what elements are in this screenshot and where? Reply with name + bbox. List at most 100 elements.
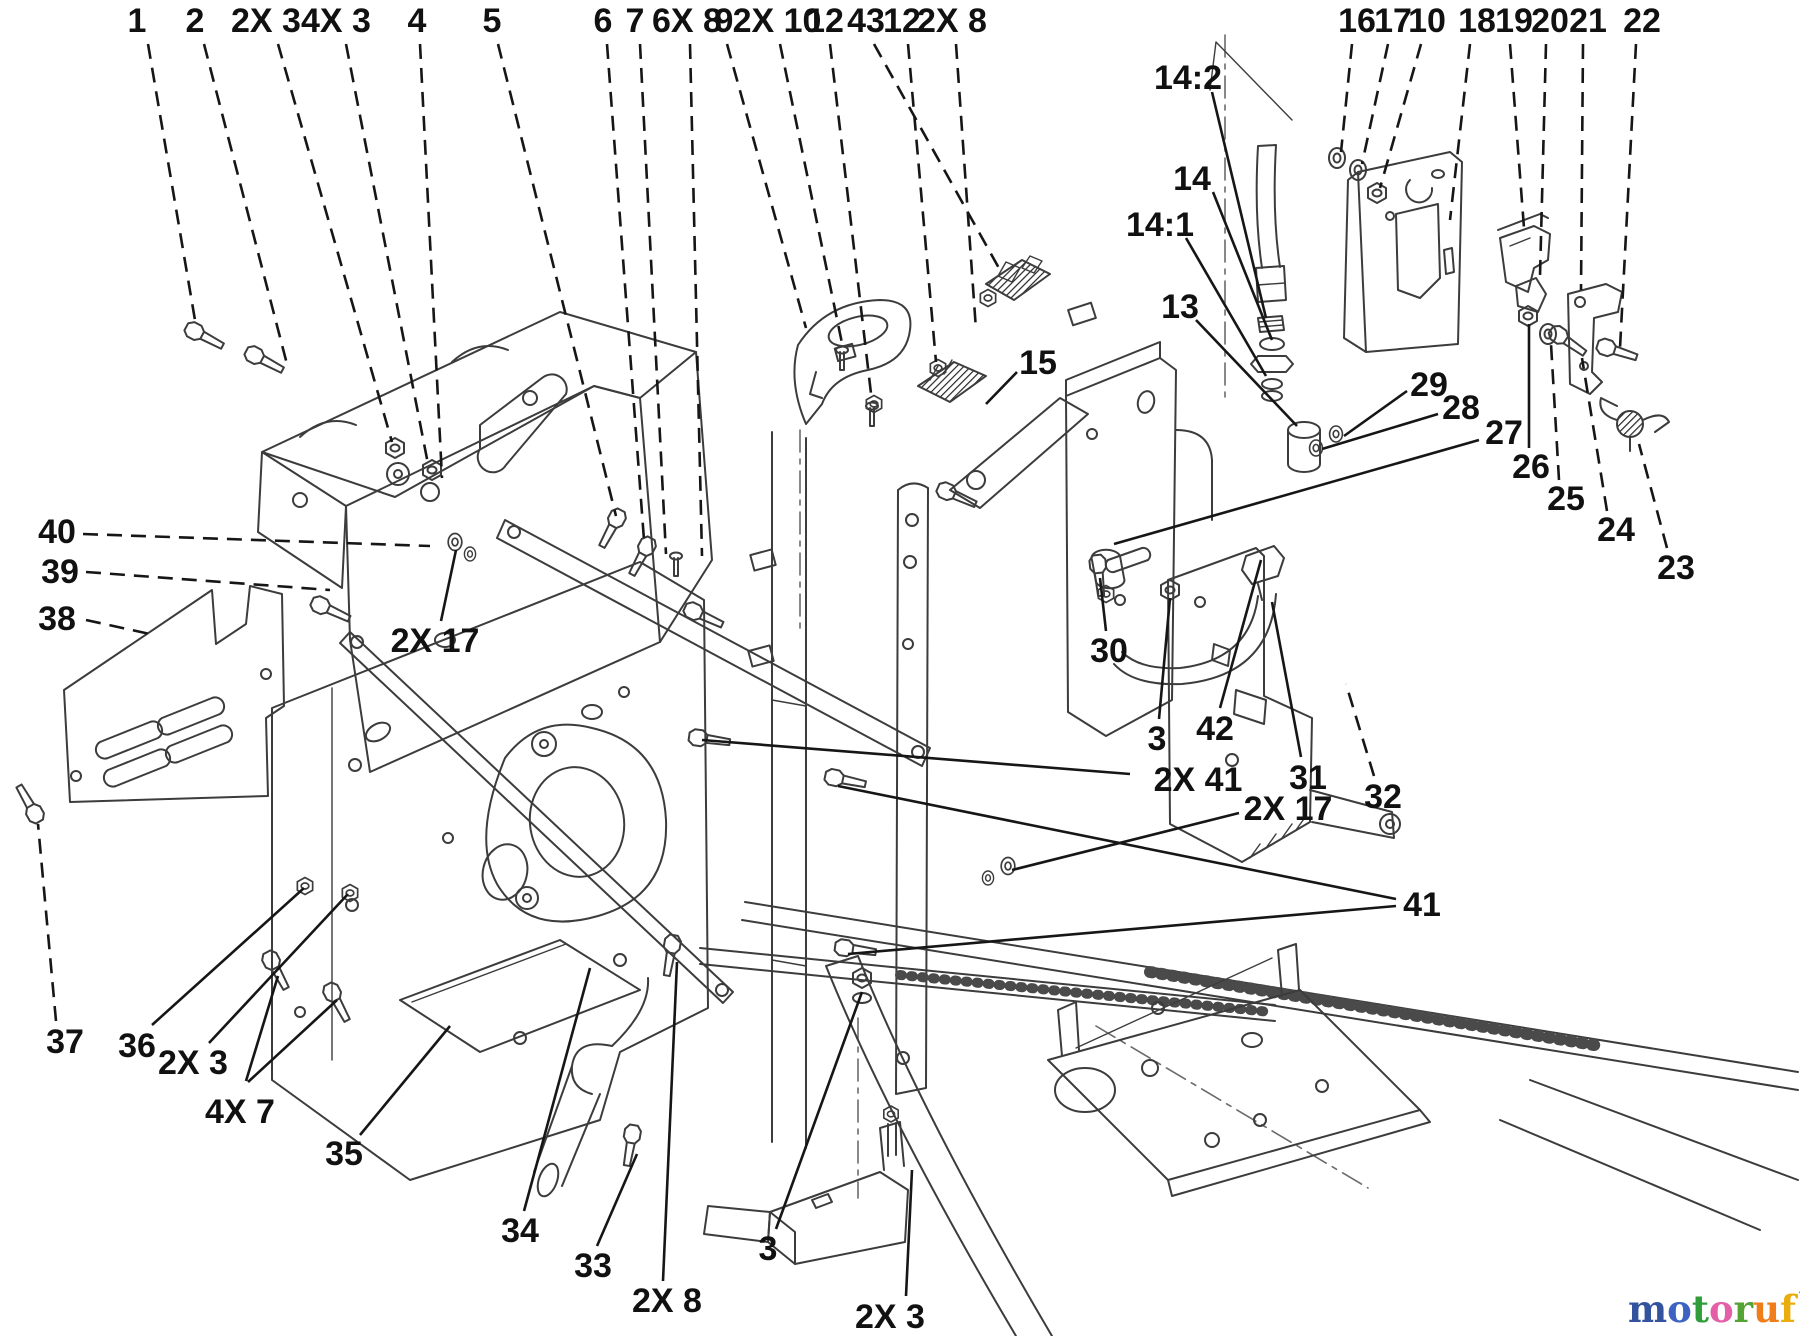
leader-2X-3 bbox=[904, 1169, 914, 1297]
callout-2X-17: 2X 17 bbox=[1244, 790, 1333, 828]
leader-12 bbox=[906, 43, 938, 363]
callout-25: 25 bbox=[1547, 480, 1585, 518]
callout-6: 6 bbox=[594, 2, 613, 40]
callout-2X-3: 2X 3 bbox=[855, 1298, 925, 1336]
leader-3 bbox=[774, 991, 864, 1230]
cover-plate-and-tube bbox=[399, 939, 650, 1198]
leader-1 bbox=[146, 43, 198, 327]
vent-guard-plate bbox=[63, 585, 285, 803]
leader-10 bbox=[1378, 43, 1423, 189]
rear-bracket-32 bbox=[1167, 547, 1401, 863]
callout-2X-8: 2X 8 bbox=[917, 2, 987, 40]
lower-frame-assembly bbox=[699, 901, 1799, 1336]
leader-23 bbox=[1637, 443, 1669, 549]
leader-40 bbox=[82, 532, 431, 548]
callout-42: 42 bbox=[1196, 710, 1234, 748]
leader-36 bbox=[151, 887, 305, 1026]
leader-30 bbox=[1098, 577, 1108, 632]
leader-24 bbox=[1580, 357, 1609, 512]
leader-6 bbox=[605, 43, 646, 541]
callout-3: 3 bbox=[759, 1230, 778, 1268]
leader-4X-3 bbox=[344, 43, 430, 465]
callout-10: 10 bbox=[1408, 2, 1446, 40]
callout-20: 20 bbox=[1531, 2, 1569, 40]
callout-41: 41 bbox=[1403, 886, 1441, 924]
callout-24: 24 bbox=[1597, 511, 1635, 549]
callout-2X-41: 2X 41 bbox=[1154, 761, 1243, 799]
leader-2X-41 bbox=[701, 738, 1131, 776]
callout-14:1: 14:1 bbox=[1126, 206, 1194, 244]
ignition-switch-parts bbox=[917, 255, 1097, 403]
callout-9: 9 bbox=[715, 2, 734, 40]
callout-7: 7 bbox=[626, 2, 645, 40]
leader-6X-8 bbox=[688, 43, 704, 557]
callout-30: 30 bbox=[1090, 632, 1128, 670]
leader-34 bbox=[522, 967, 592, 1212]
leader-18 bbox=[1448, 43, 1472, 221]
callout-2X-3: 2X 3 bbox=[158, 1044, 228, 1082]
callout-2: 2 bbox=[186, 2, 205, 40]
callout-17: 17 bbox=[1374, 2, 1412, 40]
transmission-housing bbox=[481, 723, 668, 923]
callout-2X-17: 2X 17 bbox=[391, 622, 480, 660]
callout-14:2: 14:2 bbox=[1154, 59, 1222, 97]
callout-43: 43 bbox=[847, 2, 885, 40]
callout-16: 16 bbox=[1338, 2, 1376, 40]
callout-19: 19 bbox=[1495, 2, 1533, 40]
leader-4X-7 bbox=[247, 999, 338, 1083]
callout-33: 33 bbox=[574, 1247, 612, 1285]
callout-35: 35 bbox=[325, 1135, 363, 1173]
callout-26: 26 bbox=[1512, 448, 1550, 486]
callout-4: 4 bbox=[408, 2, 427, 40]
callout-2X-10: 2X 10 bbox=[733, 2, 822, 40]
leader-lines bbox=[36, 43, 1669, 1297]
callout-38: 38 bbox=[38, 600, 76, 638]
callout-4X-3: 4X 3 bbox=[301, 2, 371, 40]
leader-2X-3 bbox=[208, 893, 349, 1044]
callout-12: 12 bbox=[806, 2, 844, 40]
callout-12: 12 bbox=[883, 2, 921, 40]
callout-14: 14 bbox=[1173, 160, 1211, 198]
leader-12 bbox=[828, 43, 874, 403]
leader-21 bbox=[1579, 43, 1585, 291]
leader-19 bbox=[1508, 43, 1526, 229]
callout-34: 34 bbox=[501, 1212, 539, 1250]
leader-27 bbox=[1113, 438, 1480, 546]
leader-9 bbox=[725, 43, 808, 329]
callout-6X-8: 6X 8 bbox=[652, 2, 722, 40]
leader-15 bbox=[985, 371, 1018, 405]
callout-4X-7: 4X 7 bbox=[205, 1093, 275, 1131]
leader-2X-17 bbox=[439, 549, 458, 622]
leader-14 bbox=[1211, 191, 1274, 341]
callout-40: 40 bbox=[38, 513, 76, 551]
callout-2X-8: 2X 8 bbox=[632, 1282, 702, 1320]
callout-22: 22 bbox=[1623, 2, 1661, 40]
leader-38 bbox=[85, 618, 151, 636]
callout-37: 37 bbox=[46, 1023, 84, 1061]
support-braces bbox=[339, 519, 931, 1004]
leader-2X-8 bbox=[661, 961, 679, 1282]
frame-side-plate bbox=[271, 561, 709, 1181]
callout-13: 13 bbox=[1161, 288, 1199, 326]
leader-31 bbox=[1270, 601, 1303, 758]
callout-31: 31 bbox=[1289, 759, 1327, 797]
callout-18: 18 bbox=[1458, 2, 1496, 40]
leader-14:1 bbox=[1184, 237, 1268, 377]
leader-16 bbox=[1339, 43, 1354, 153]
leader-25 bbox=[1549, 343, 1561, 481]
leader-3 bbox=[1157, 597, 1172, 720]
leader-5 bbox=[496, 43, 618, 517]
callout-28: 28 bbox=[1442, 389, 1480, 427]
leader-42 bbox=[1218, 559, 1263, 709]
console-tower bbox=[747, 299, 1089, 1149]
leader-35 bbox=[358, 1025, 452, 1136]
callout-15: 15 bbox=[1019, 344, 1057, 382]
callout-21: 21 bbox=[1569, 2, 1607, 40]
leader-2X-17 bbox=[1011, 811, 1240, 872]
leader-2X-8 bbox=[954, 43, 978, 331]
leader-2 bbox=[202, 43, 290, 369]
leader-4 bbox=[418, 43, 444, 479]
right-mount-plate-assembly bbox=[1308, 147, 1670, 457]
